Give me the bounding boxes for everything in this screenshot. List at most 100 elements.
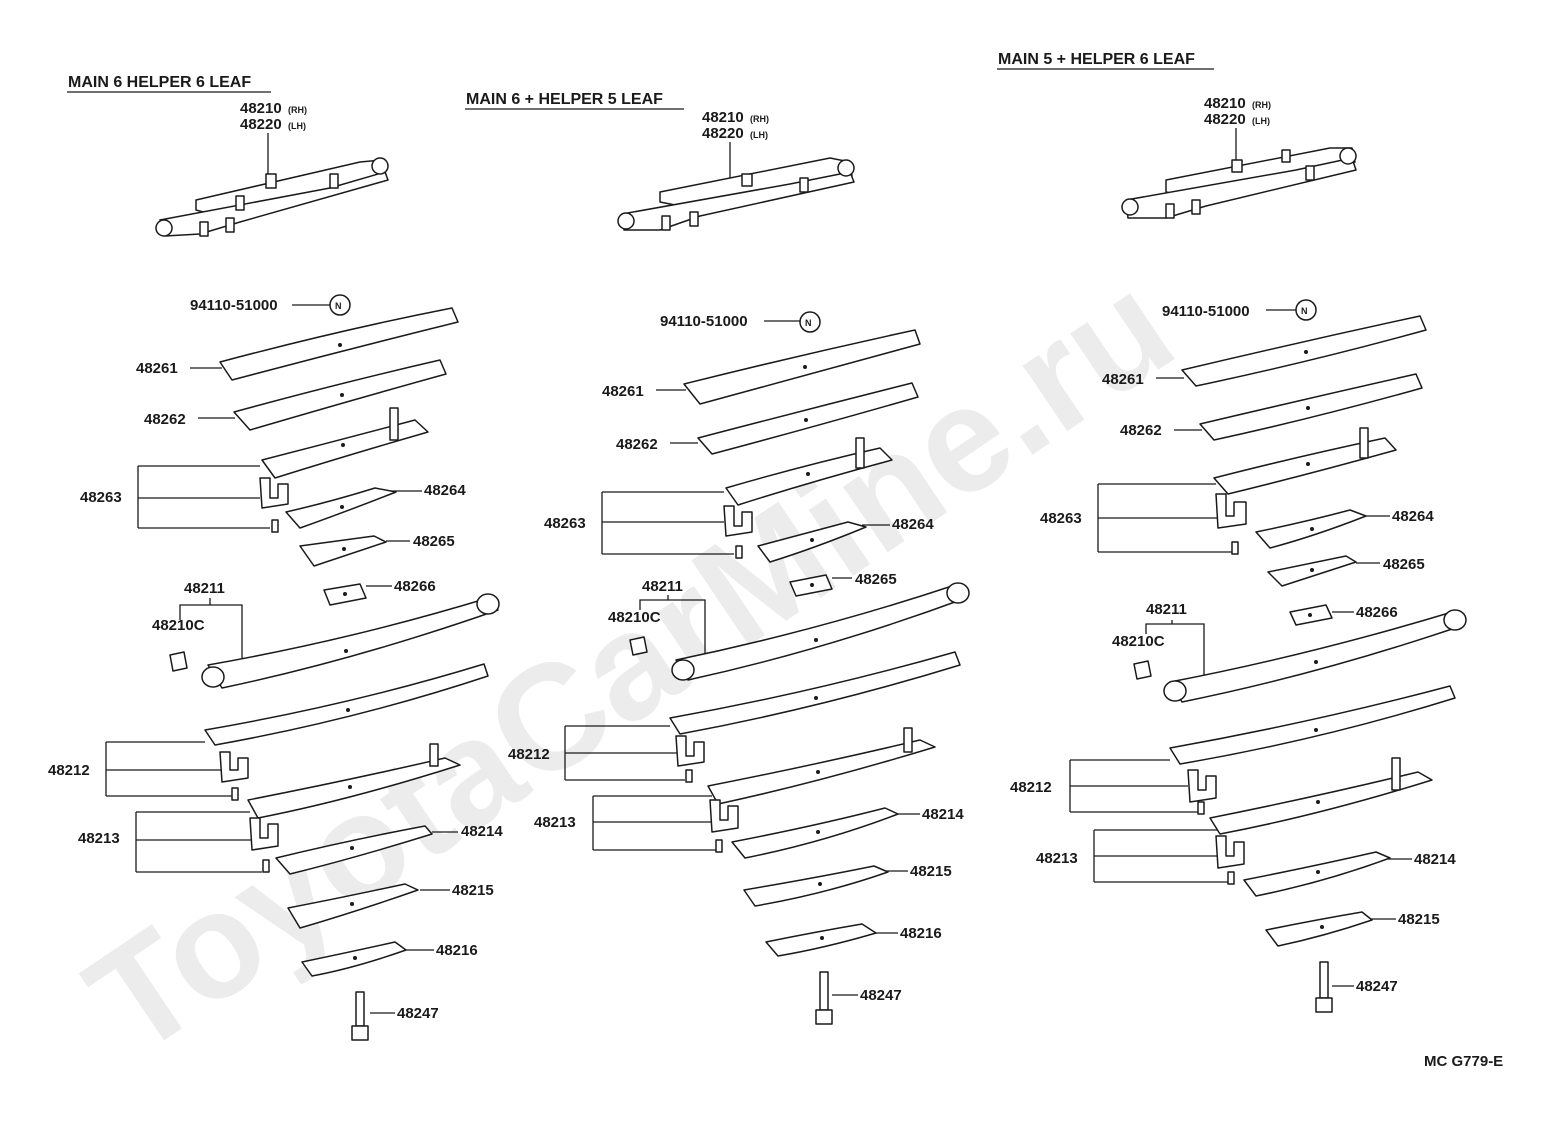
leaf-48215: 48215 <box>287 882 494 929</box>
nut-part-number: 94110-51000 <box>660 313 748 330</box>
label-48265: 48265 <box>413 533 455 550</box>
label-48214: 48214 <box>922 806 964 823</box>
label-48210c: 48210C <box>1112 633 1165 650</box>
label-48212: 48212 <box>1010 779 1052 796</box>
label-48261: 48261 <box>602 383 644 400</box>
leaf-48216: 48216 <box>301 941 478 977</box>
leaf-48215: 48215 <box>1265 911 1440 947</box>
label-48215: 48215 <box>910 863 952 880</box>
label-48211: 48211 <box>1146 601 1187 618</box>
rh-suffix: (RH) <box>288 105 307 115</box>
leaf-48264: 48264 <box>757 516 934 563</box>
leaf-48261: 48261 <box>602 329 921 405</box>
label-48211: 48211 <box>642 578 683 595</box>
label-48247: 48247 <box>397 1005 439 1022</box>
label-48214: 48214 <box>1414 851 1456 868</box>
new-part-symbol-circle <box>329 294 351 316</box>
label-48213: 48213 <box>534 814 576 831</box>
nut-part-number: 94110-51000 <box>190 297 278 314</box>
label-48262: 48262 <box>616 436 658 453</box>
leaf-2 <box>669 651 961 735</box>
main-leaf-48211: 48211 48210C <box>608 578 970 681</box>
center-bolt-48247: 48247 <box>1315 961 1398 1013</box>
nut-94110-51000: 94110-51000 N <box>190 294 351 316</box>
label-48263: 48263 <box>80 489 122 506</box>
leaf-spring-assembly-illustration: 48210 (RH) 48220 (LH) <box>155 100 389 237</box>
rh-suffix: (RH) <box>750 114 769 124</box>
leaf-48265: 48265 <box>299 533 455 567</box>
column-header: MAIN 6 HELPER 6 LEAF <box>68 74 251 91</box>
label-48262: 48262 <box>1120 422 1162 439</box>
label-48266: 48266 <box>1356 604 1398 621</box>
label-48264: 48264 <box>1392 508 1434 525</box>
part-number-48220: 48220 <box>240 116 282 133</box>
new-part-symbol-circle <box>799 311 821 333</box>
label-48216: 48216 <box>900 925 942 942</box>
leaf-spring-assembly-illustration: 48210 (RH) 48220 (LH) <box>1121 95 1357 219</box>
main-leaf-48211: 48211 48210C <box>152 580 500 689</box>
lh-suffix: (LH) <box>750 130 768 140</box>
label-48247: 48247 <box>860 987 902 1004</box>
pad-48265: 48265 <box>789 571 897 597</box>
part-number-48210: 48210 <box>1204 95 1246 112</box>
main-leaf-48211: 48211 48210C <box>1112 601 1467 703</box>
leaf-48214: 48214 <box>731 806 964 859</box>
leaf-48262: 48262 <box>616 382 919 455</box>
label-48210c: 48210C <box>608 609 661 626</box>
leaf-2 <box>1169 685 1456 765</box>
diagram-code: MC G779-E <box>1424 1053 1503 1070</box>
bushing-48210c <box>169 651 188 672</box>
center-bolt-48247: 48247 <box>351 991 439 1041</box>
label-48261: 48261 <box>136 360 178 377</box>
new-part-symbol-circle <box>1295 299 1317 321</box>
leaf-48265: 48265 <box>1267 555 1425 587</box>
leaf-48213-with-clip: 48213 <box>1036 829 1245 885</box>
label-48263: 48263 <box>1040 510 1082 527</box>
part-number-48210: 48210 <box>702 109 744 126</box>
new-part-symbol: N <box>805 318 812 328</box>
column-main6-helper6: MAIN 6 HELPER 6 LEAF 48210 (RH) 48220 (L… <box>48 74 503 1041</box>
lh-suffix: (LH) <box>1252 116 1270 126</box>
leaf-48263-with-clip: 48263 <box>1040 427 1397 555</box>
leaf-48212-with-clip: 48212 <box>508 725 936 805</box>
label-48262: 48262 <box>144 411 186 428</box>
nut-94110-51000: 94110-51000 N <box>660 311 821 333</box>
leaf-48212-with-clip: 48212 <box>1010 757 1433 835</box>
leaf-48263-with-clip: 48263 <box>80 407 429 533</box>
center-bolt-48247: 48247 <box>815 971 902 1025</box>
label-48263: 48263 <box>544 515 586 532</box>
new-part-symbol: N <box>1301 306 1308 316</box>
label-48261: 48261 <box>1102 371 1144 388</box>
nut-94110-51000: 94110-51000 N <box>1162 299 1317 321</box>
pad-48266: 48266 <box>323 578 436 606</box>
part-number-48220: 48220 <box>702 125 744 142</box>
part-number-48210: 48210 <box>240 100 282 117</box>
label-48266: 48266 <box>394 578 436 595</box>
part-number-48220: 48220 <box>1204 111 1246 128</box>
label-48210c: 48210C <box>152 617 205 634</box>
leaf-48212-with-clip: 48212 <box>48 741 461 819</box>
lh-suffix: (LH) <box>288 121 306 131</box>
label-48213: 48213 <box>1036 850 1078 867</box>
leaf-48263-with-clip: 48263 <box>544 437 893 559</box>
label-48212: 48212 <box>48 762 90 779</box>
leaf-48261: 48261 <box>136 307 459 381</box>
label-48213: 48213 <box>78 830 120 847</box>
bushing-48210c <box>1133 660 1152 680</box>
leaf-2 <box>204 663 489 746</box>
leaf-48214: 48214 <box>1243 851 1456 897</box>
label-48265: 48265 <box>1383 556 1425 573</box>
label-48215: 48215 <box>452 882 494 899</box>
leaf-48216: 48216 <box>765 923 942 957</box>
new-part-symbol: N <box>335 301 342 311</box>
label-48264: 48264 <box>424 482 466 499</box>
column-main5-helper6: MAIN 5 + HELPER 6 LEAF 48210 (RH) 48220 … <box>997 51 1467 1013</box>
column-header: MAIN 6 + HELPER 5 LEAF <box>466 91 663 108</box>
rh-suffix: (RH) <box>1252 100 1271 110</box>
pad-48266: 48266 <box>1289 604 1398 626</box>
label-48247: 48247 <box>1356 978 1398 995</box>
leaf-48214: 48214 <box>432 823 503 840</box>
bushing-48210c <box>629 636 648 656</box>
